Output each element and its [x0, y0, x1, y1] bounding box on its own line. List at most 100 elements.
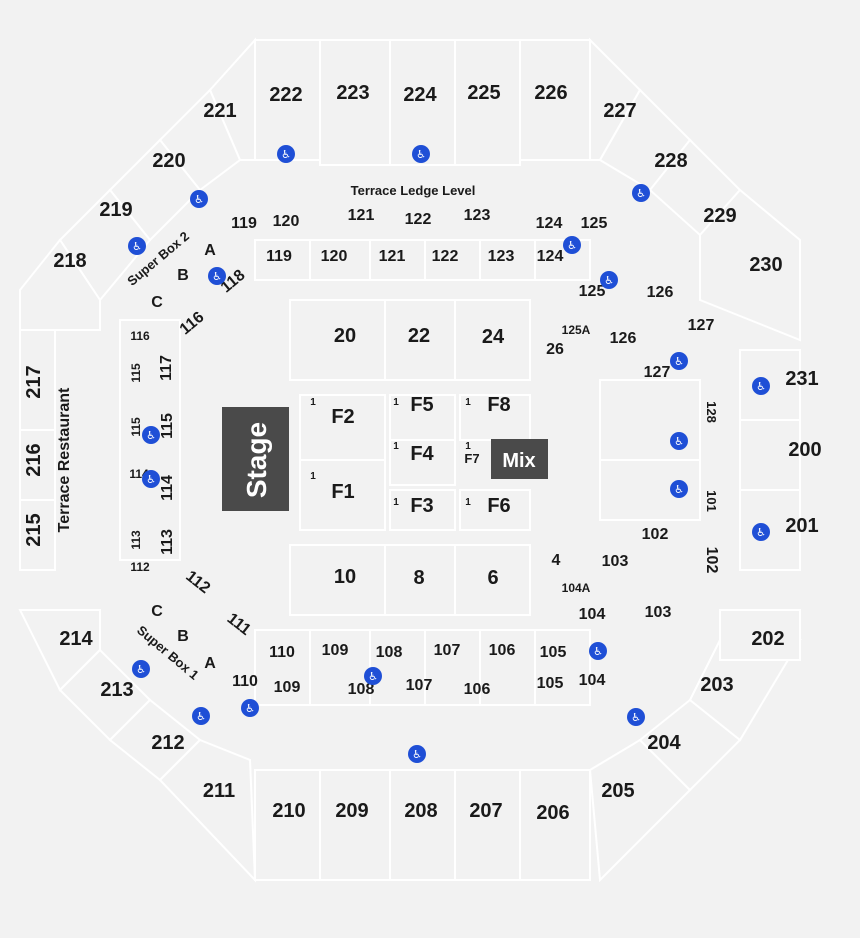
section-113[interactable]: 113	[159, 529, 176, 555]
section-207[interactable]: 207	[469, 800, 502, 822]
section-f3[interactable]: F3	[410, 495, 433, 517]
section-119-lower-row[interactable]: 119	[266, 248, 292, 265]
section-104-lower-row[interactable]: 104	[579, 672, 606, 689]
section-112-aisle[interactable]: 112	[130, 560, 150, 574]
section-125-upper-row[interactable]: 125	[581, 215, 608, 232]
section-201[interactable]: 201	[785, 515, 818, 537]
section-116-aisle[interactable]: 116	[130, 329, 150, 343]
section-107-lower-row[interactable]: 107	[406, 677, 433, 694]
section-104a[interactable]: 104A	[562, 581, 591, 595]
section-125-lower-row[interactable]: 125	[579, 283, 606, 300]
section-102-lower-row[interactable]: 102	[703, 547, 720, 574]
section-222[interactable]: 222	[269, 84, 302, 106]
section-106-upper-row[interactable]: 106	[489, 642, 516, 659]
section-227[interactable]: 227	[603, 100, 636, 122]
section-10[interactable]: 10	[334, 566, 356, 588]
section-109-upper-row[interactable]: 109	[322, 642, 349, 659]
section-107-upper-row[interactable]: 107	[434, 642, 461, 659]
section-122-lower-row[interactable]: 122	[432, 248, 459, 265]
row-b[interactable]: B	[177, 267, 189, 284]
section-230[interactable]: 230	[749, 254, 782, 276]
section-108-upper-row[interactable]: 108	[376, 644, 403, 661]
section-f2[interactable]: F2	[331, 406, 354, 428]
section-206[interactable]: 206	[536, 802, 569, 824]
floor-row-marker[interactable]: 1	[393, 497, 399, 508]
section-120-lower-row[interactable]: 120	[321, 248, 348, 265]
section-126-upper-row[interactable]: 126	[647, 284, 674, 301]
section-115-aisle[interactable]: 115	[129, 363, 143, 383]
section-121-lower-row[interactable]: 121	[379, 248, 406, 265]
section-218[interactable]: 218	[53, 250, 86, 272]
section-f7[interactable]: F7	[464, 451, 479, 466]
section-f4[interactable]: F4	[410, 443, 434, 465]
section-224[interactable]: 224	[403, 84, 437, 106]
floor-row-marker[interactable]: 1	[465, 441, 471, 452]
section-127-lower-row[interactable]: 127	[644, 364, 671, 381]
section-214[interactable]: 214	[59, 628, 93, 650]
section-223[interactable]: 223	[336, 82, 369, 104]
section-225[interactable]: 225	[467, 82, 500, 104]
floor-row-marker[interactable]: 1	[393, 397, 399, 408]
section-228[interactable]: 228	[654, 150, 687, 172]
section-212[interactable]: 212	[151, 732, 184, 754]
section-8[interactable]: 8	[413, 567, 424, 589]
floor-row-marker[interactable]: 1	[310, 397, 316, 408]
section-204[interactable]: 204	[647, 732, 681, 754]
section-128[interactable]: 128	[704, 401, 719, 423]
section-108-lower-row[interactable]: 108	[348, 681, 375, 698]
section-215[interactable]: 215	[23, 513, 45, 546]
section-219[interactable]: 219	[99, 199, 132, 221]
section-202[interactable]: 202	[751, 628, 784, 650]
section-216[interactable]: 216	[23, 443, 45, 476]
section-220[interactable]: 220	[152, 150, 185, 172]
section-125a[interactable]: 125A	[562, 323, 591, 337]
section-105-lower-row[interactable]: 105	[537, 675, 564, 692]
section-122-upper-row[interactable]: 122	[405, 211, 432, 228]
section-109-lower-row[interactable]: 109	[274, 679, 301, 696]
section-110-lower-row[interactable]: 110	[232, 673, 258, 690]
section-209[interactable]: 209	[335, 800, 368, 822]
section-213[interactable]: 213	[100, 679, 133, 701]
section-f1[interactable]: F1	[331, 481, 354, 503]
section-f6[interactable]: F6	[487, 495, 510, 517]
row-c[interactable]: C	[151, 603, 163, 620]
section-105-upper-row[interactable]: 105	[540, 644, 567, 661]
section-103-upper-row[interactable]: 103	[602, 553, 629, 570]
section-110-upper-row[interactable]: 110	[269, 644, 295, 661]
section-205[interactable]: 205	[601, 780, 634, 802]
section-126-lower-row[interactable]: 126	[610, 330, 637, 347]
row-a[interactable]: A	[204, 242, 216, 259]
floor-row-marker[interactable]: 1	[465, 397, 471, 408]
floor-row-marker[interactable]: 1	[310, 471, 316, 482]
section-119-upper-row[interactable]: 119	[231, 215, 257, 232]
section-208[interactable]: 208	[404, 800, 437, 822]
floor-row-marker[interactable]: 1	[465, 497, 471, 508]
section-127-upper-row[interactable]: 127	[688, 317, 715, 334]
section-113-aisle[interactable]: 113	[129, 530, 143, 550]
section-4[interactable]: 4	[552, 552, 561, 569]
section-123-lower-row[interactable]: 123	[488, 248, 515, 265]
section-116[interactable]: 116	[177, 309, 208, 339]
section-101[interactable]: 101	[704, 490, 719, 512]
section-106-lower-row[interactable]: 106	[464, 681, 491, 698]
section-114[interactable]: 114	[159, 475, 176, 501]
section-111[interactable]: 111	[224, 610, 254, 639]
row-a[interactable]: A	[204, 655, 216, 672]
section-6[interactable]: 6	[487, 567, 498, 589]
floor-row-marker[interactable]: 1	[393, 441, 399, 452]
section-210[interactable]: 210	[272, 800, 305, 822]
section-217[interactable]: 217	[23, 365, 45, 398]
section-203[interactable]: 203	[700, 674, 733, 696]
row-c[interactable]: C	[151, 294, 163, 311]
section-123-upper-row[interactable]: 123	[464, 207, 491, 224]
section-22[interactable]: 22	[408, 325, 430, 347]
row-b[interactable]: B	[177, 628, 189, 645]
section-124-upper-row[interactable]: 124	[536, 215, 563, 232]
section-115[interactable]: 115	[159, 413, 176, 439]
section-221[interactable]: 221	[203, 100, 236, 122]
section-112[interactable]: 112	[182, 568, 213, 597]
section-124-lower-row[interactable]: 124	[537, 248, 564, 265]
section-104-upper-row[interactable]: 104	[579, 606, 606, 623]
section-231[interactable]: 231	[785, 368, 818, 390]
section-117[interactable]: 117	[158, 355, 175, 381]
